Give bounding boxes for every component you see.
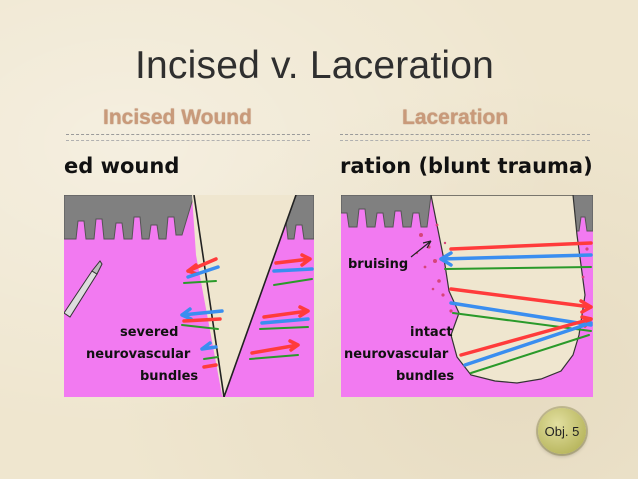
label-bundles-right: bundles — [396, 369, 455, 384]
right-caption: ration (blunt trauma) — [340, 154, 593, 178]
slide-title: Incised v. Laceration — [135, 44, 495, 87]
label-neurovascular-right: neurovascular — [344, 347, 449, 362]
bruising-pointer — [410, 240, 432, 258]
left-caption: ed wound — [64, 154, 180, 178]
objective-badge: Obj. 5 — [538, 408, 586, 454]
left-panel-heading: Incised Wound — [103, 106, 252, 129]
left-heading-underline — [66, 134, 310, 141]
right-heading-underline — [340, 134, 590, 141]
incised-wound-diagram — [64, 195, 314, 397]
laceration-diagram — [341, 195, 593, 397]
laceration-epidermis — [341, 195, 432, 228]
laceration-svg — [341, 195, 593, 397]
incised-arrows-right — [249, 253, 314, 360]
right-panel-heading: Laceration — [402, 106, 509, 129]
laceration-arrows — [439, 241, 593, 374]
label-bruising: bruising — [348, 257, 409, 272]
label-neurovascular-left: neurovascular — [86, 347, 191, 362]
label-intact: intact — [410, 325, 453, 340]
incised-wound-svg — [64, 195, 314, 397]
label-severed: severed — [120, 325, 179, 340]
scalpel-icon — [64, 260, 103, 318]
incised-arrows-left — [180, 257, 224, 369]
label-bundles-left: bundles — [140, 369, 199, 384]
